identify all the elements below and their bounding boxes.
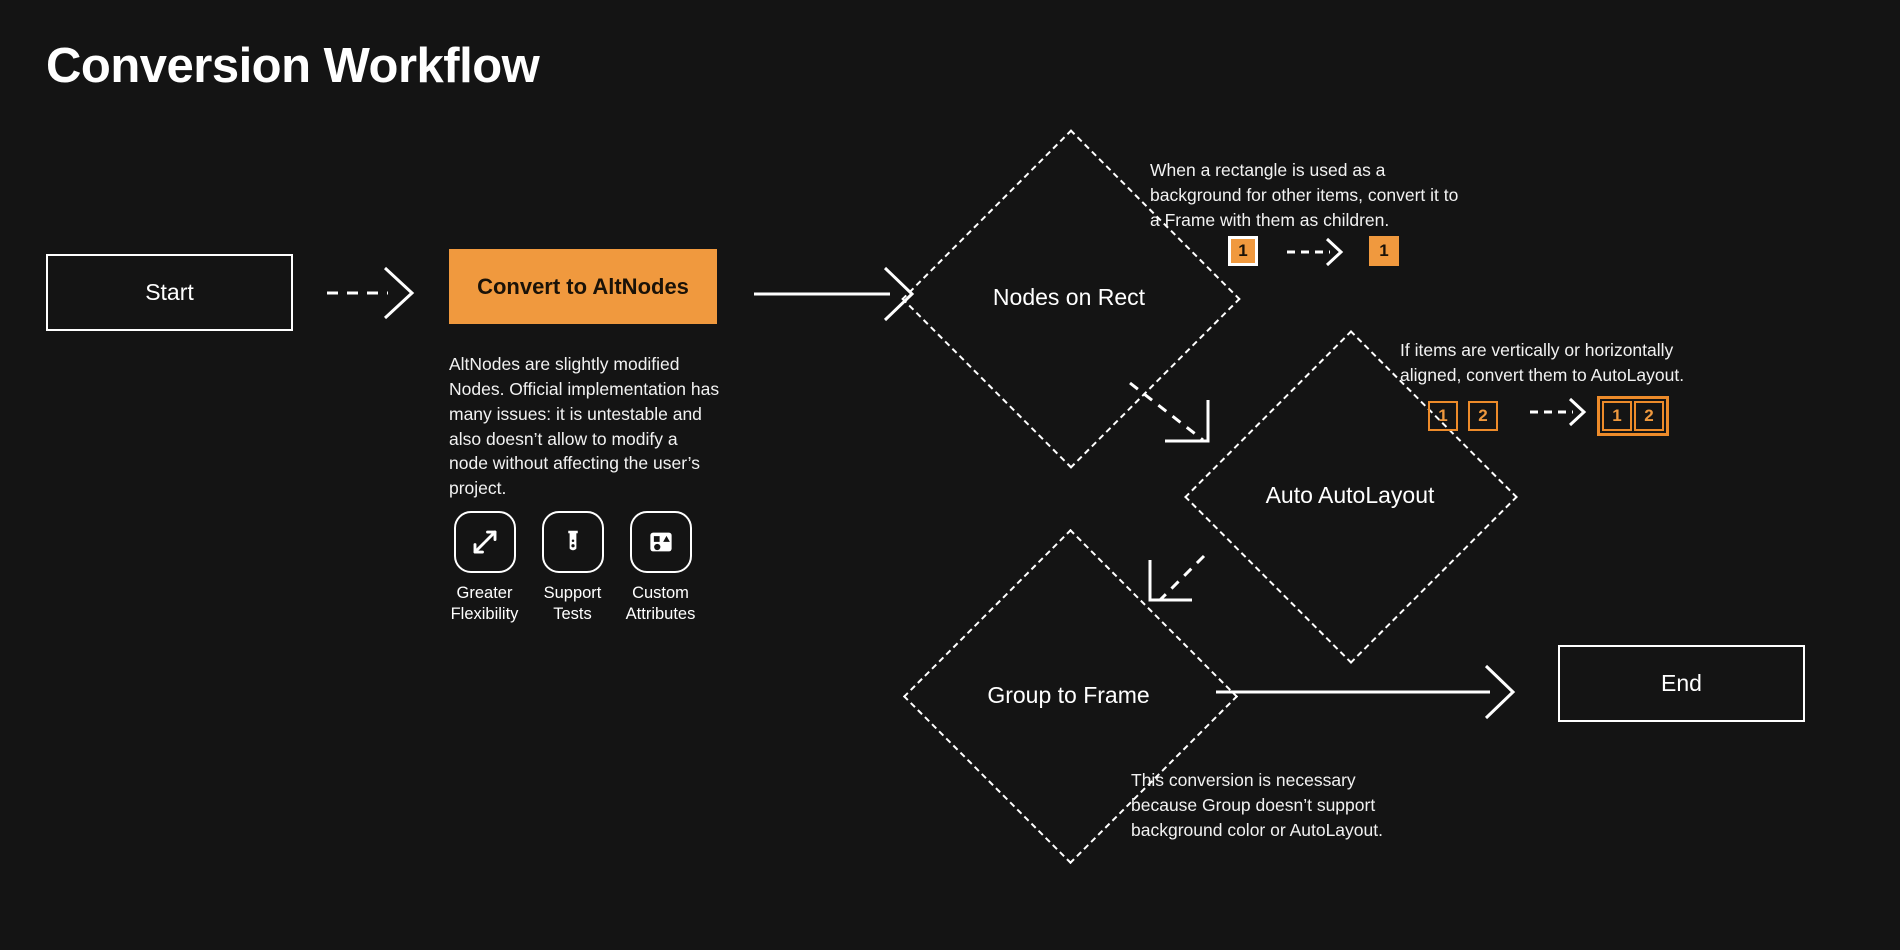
node-end-label: End bbox=[1661, 670, 1702, 696]
expand-arrows-icon bbox=[453, 511, 516, 573]
edge-start-to-convert bbox=[327, 266, 415, 320]
shapes-icon bbox=[629, 511, 692, 573]
feature-greater-flexibility[interactable]: Greater Flexibility bbox=[450, 511, 519, 624]
edge-grouptoframe-to-end bbox=[1216, 664, 1516, 720]
annotation-autolayout-frame: 1 2 bbox=[1597, 396, 1669, 436]
feature-label: Support Tests bbox=[543, 584, 602, 623]
feature-custom-attributes[interactable]: Custom Attributes bbox=[625, 511, 696, 624]
annotation-rect-to-frame: 1 1 bbox=[1228, 236, 1399, 266]
annotation-badge-after-2: 2 bbox=[1634, 401, 1664, 431]
page-title: Conversion Workflow bbox=[46, 39, 540, 93]
feature-label: Greater Flexibility bbox=[450, 584, 519, 623]
node-end[interactable]: End bbox=[1558, 645, 1805, 722]
note-group-to-frame: This conversion is necessary because Gro… bbox=[1131, 770, 1383, 840]
annotation-badge-after-1: 1 bbox=[1369, 236, 1399, 266]
annotation-badge-before-1: 1 bbox=[1228, 236, 1258, 266]
node-start[interactable]: Start bbox=[46, 254, 293, 331]
annotation-badge-before-2: 2 bbox=[1468, 401, 1498, 431]
note-altnodes: AltNodes are slightly modified Nodes. Of… bbox=[449, 354, 720, 499]
feature-support-tests[interactable]: Support Tests bbox=[540, 511, 605, 624]
edge-autoautolayout-to-grouptoframe bbox=[1148, 554, 1206, 602]
node-start-label: Start bbox=[145, 279, 194, 305]
node-convert-to-altnodes[interactable]: Convert to AltNodes bbox=[449, 249, 717, 324]
note-auto-autolayout: If items are vertically or horizontally … bbox=[1400, 340, 1685, 385]
annotation-badge-before-1: 1 bbox=[1428, 401, 1458, 431]
annotation-items-to-autolayout: 1 2 1 2 bbox=[1428, 396, 1669, 436]
edge-convert-to-nodesonrect bbox=[754, 266, 915, 322]
note-nodes-on-rect: When a rectangle is used as a background… bbox=[1150, 160, 1459, 230]
feature-label: Custom Attributes bbox=[625, 584, 696, 623]
annotation-badge-after-1: 1 bbox=[1602, 401, 1632, 431]
test-tube-icon bbox=[541, 511, 604, 573]
feature-list: Greater Flexibility Support Tests bbox=[450, 511, 696, 624]
node-convert-label: Convert to AltNodes bbox=[477, 273, 689, 299]
